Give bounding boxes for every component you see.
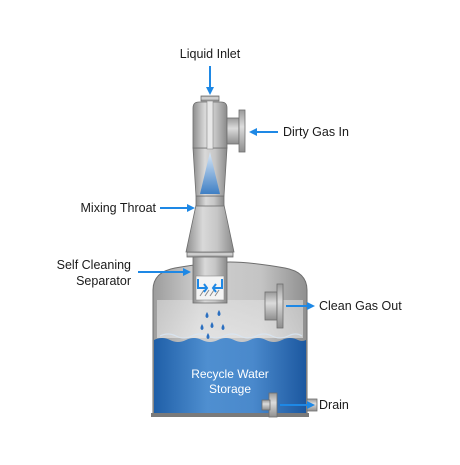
water-droplets — [200, 310, 225, 339]
clean-gas-out-label: Clean Gas Out — [319, 299, 402, 313]
water-body — [154, 338, 306, 414]
self-cleaning-separator — [192, 256, 228, 304]
mixing-throat-label: Mixing Throat — [81, 201, 157, 215]
storage-label-line2: Storage — [209, 382, 251, 396]
flow-arrows — [138, 66, 315, 409]
self-cleaning-label-line1: Self Cleaning — [57, 258, 131, 272]
dirty-gas-in-label: Dirty Gas In — [283, 125, 349, 139]
liquid-spray-cone — [200, 152, 220, 194]
mixing-throat — [185, 195, 235, 253]
clean-gas-outlet-nozzle — [264, 283, 284, 329]
dirty-gas-inlet-nozzle — [226, 109, 246, 153]
inlet-vessel — [192, 95, 228, 150]
storage-label-line1: Recycle Water — [191, 367, 269, 381]
liquid-lance — [206, 100, 214, 150]
separator-flange — [186, 251, 234, 258]
venturi-cone — [192, 147, 228, 197]
liquid-inlet-label: Liquid Inlet — [180, 47, 241, 61]
self-cleaning-label-line2: Separator — [76, 274, 131, 288]
drain-label: Drain — [319, 398, 349, 412]
